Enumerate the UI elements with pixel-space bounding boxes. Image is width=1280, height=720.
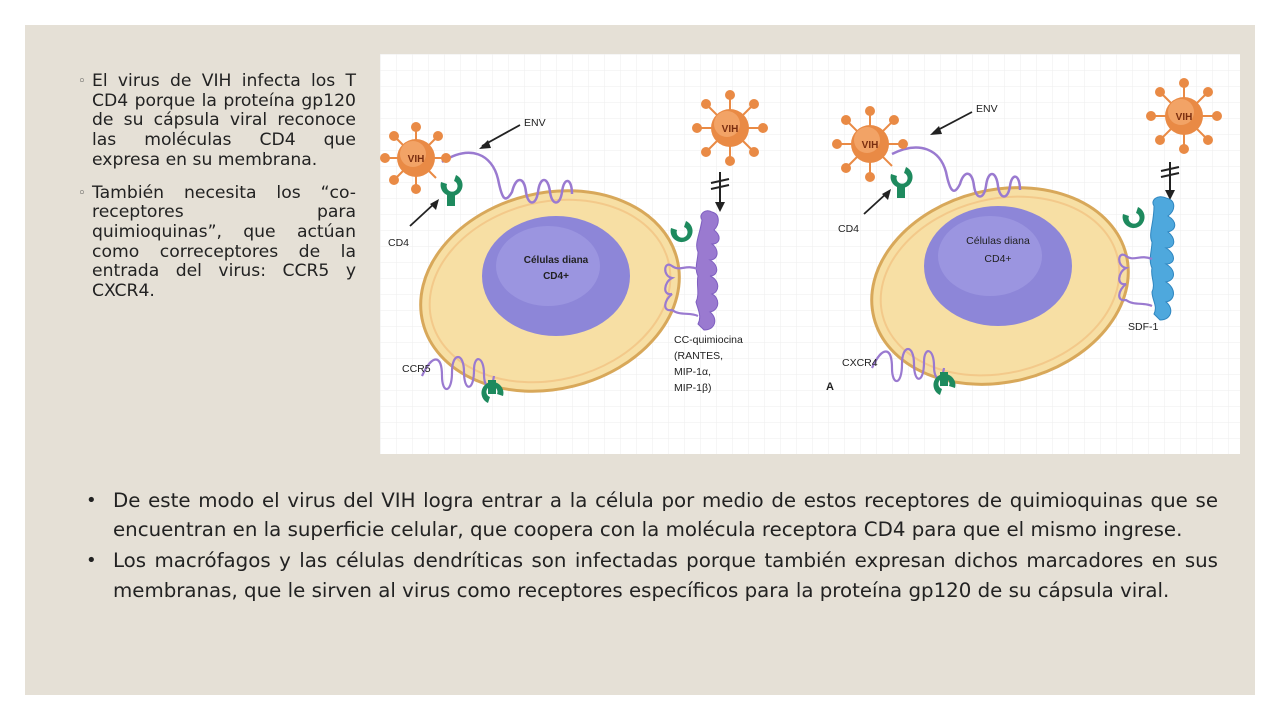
env-label: ENV bbox=[976, 103, 998, 115]
cd4-arrow bbox=[409, 201, 437, 227]
virus-icon: VIH bbox=[832, 106, 908, 182]
virus-icon: VIH bbox=[380, 122, 451, 194]
bullet-marker: ◦ bbox=[78, 185, 86, 201]
panel-letter: A bbox=[826, 381, 834, 393]
top-bullet-item: ◦ El virus de VIH infecta los T CD4 porq… bbox=[78, 71, 356, 171]
ccr5-coils bbox=[420, 355, 496, 391]
bullet-text: Los macrófagos y las células dendríticas… bbox=[113, 549, 1218, 602]
virus-icon: VIH bbox=[1146, 78, 1222, 154]
cd4-label: CD4 bbox=[838, 223, 859, 235]
cell-label-line2: CD4+ bbox=[984, 253, 1011, 265]
ligand-line4: MIP-1β) bbox=[674, 382, 712, 394]
bottom-bullet-item: • Los macrófagos y las células dendrític… bbox=[78, 546, 1218, 604]
hiv-entry-figure: Células diana CD4+ VIH ENV bbox=[380, 54, 1240, 454]
env-chain bbox=[891, 146, 1022, 198]
bullet-marker: • bbox=[86, 550, 97, 572]
vih-label: VIH bbox=[722, 124, 739, 135]
ligand-line2: (RANTES, bbox=[674, 350, 723, 362]
env-label: ENV bbox=[524, 117, 546, 129]
bullet-text: De este modo el virus del VIH logra entr… bbox=[113, 489, 1218, 542]
env-chain bbox=[441, 151, 574, 204]
vih-label: VIH bbox=[862, 140, 879, 151]
cell-label-line2: CD4+ bbox=[543, 271, 569, 282]
bullet-text: El virus de VIH infecta los T CD4 porque… bbox=[92, 71, 356, 170]
bullet-marker: ◦ bbox=[78, 74, 86, 89]
top-bullet-item: ◦ También necesita los “co-receptores pa… bbox=[78, 182, 356, 302]
vih-label: VIH bbox=[408, 154, 425, 165]
hiv-entry-diagram: Células diana CD4+ VIH ENV bbox=[380, 54, 1240, 454]
bullet-marker: • bbox=[86, 490, 97, 511]
env-arrow bbox=[933, 111, 973, 133]
cxcr4-coils bbox=[870, 347, 946, 383]
bullet-text: También necesita los “co-receptores para… bbox=[92, 182, 356, 302]
cd4-label: CD4 bbox=[388, 237, 409, 249]
bottom-bullet-item: • De este modo el virus del VIH logra en… bbox=[78, 486, 1218, 544]
vih-label: VIH bbox=[1176, 112, 1193, 123]
left-panel: Células diana CD4+ VIH ENV bbox=[380, 90, 768, 403]
cc-chemokine-receptor bbox=[695, 210, 720, 331]
right-panel: Células diana CD4+ VIH ENV CD4 bbox=[826, 78, 1222, 395]
bottom-bullet-list: • De este modo el virus del VIH logra en… bbox=[78, 486, 1218, 607]
ligand-line1: CC-quimiocina bbox=[674, 334, 743, 346]
ligand-line3: MIP-1α, bbox=[674, 366, 711, 378]
cell-label-line1: Células diana bbox=[966, 235, 1030, 247]
ligand-line1: SDF-1 bbox=[1128, 321, 1158, 333]
cxcr4-label: CXCR4 bbox=[842, 357, 878, 369]
top-bullet-list: ◦ El virus de VIH infecta los T CD4 porq… bbox=[78, 71, 356, 315]
cell-label-line1: Células diana bbox=[524, 255, 589, 266]
ccr5-label: CCR5 bbox=[402, 363, 431, 375]
cxcr4-receptor bbox=[1149, 196, 1176, 321]
virus-icon: VIH bbox=[692, 90, 768, 166]
